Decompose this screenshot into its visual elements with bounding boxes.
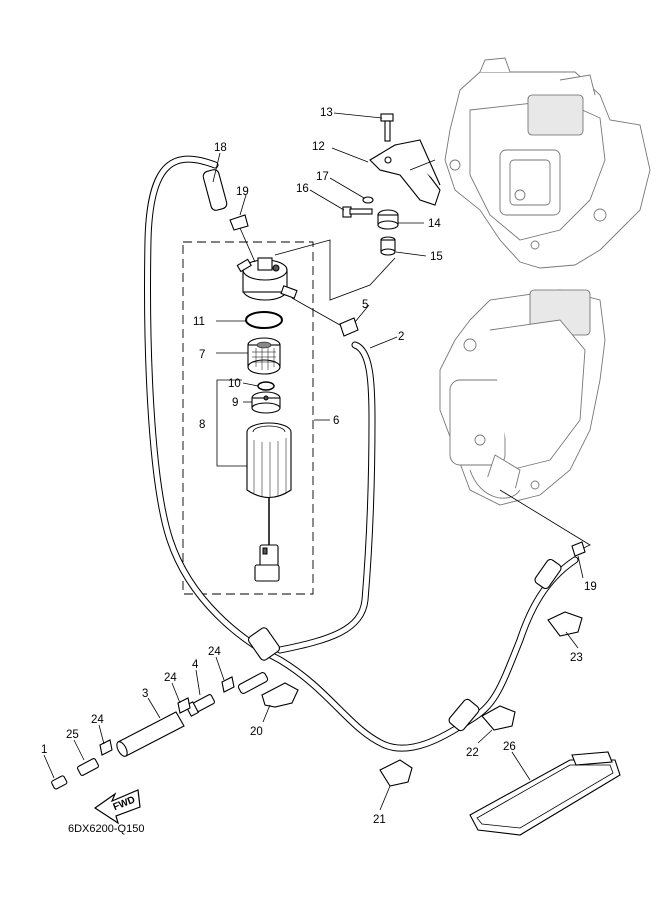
hose-short [237, 672, 269, 694]
callout-8: 8 [199, 419, 205, 431]
washer-17 [362, 196, 374, 204]
callout-22: 22 [466, 747, 479, 759]
hose-sleeve-18 [202, 169, 228, 211]
callout-13: 13 [320, 107, 333, 119]
leader-lines [43, 112, 584, 811]
filter-cup-8 [246, 422, 292, 582]
callout-4: 4 [192, 659, 199, 671]
callout-3: 3 [142, 688, 148, 700]
holder-23 [547, 611, 583, 637]
callout-9: 9 [232, 397, 238, 409]
filter-element-7 [247, 337, 281, 375]
holder-20 [261, 682, 299, 708]
callout-25: 25 [66, 729, 79, 741]
filter-assembly-boundary [182, 241, 314, 595]
callout-24-c: 24 [208, 646, 221, 658]
hose-sleeve-lower [247, 627, 281, 661]
o-ring-11 [245, 311, 283, 329]
callout-17: 17 [316, 171, 329, 183]
callout-24-b: 24 [164, 672, 177, 684]
grommet-14 [377, 209, 399, 230]
hose-sleeve-19 [534, 558, 562, 590]
joint-25 [76, 758, 100, 776]
leader-bracket-link [274, 239, 396, 301]
collar-15 [380, 236, 396, 256]
hose-sleeve-22 [448, 698, 480, 732]
fuel-filter-head [236, 257, 298, 301]
callout-6: 6 [333, 415, 339, 427]
callout-18: 18 [214, 142, 227, 154]
clip-19-lower [571, 541, 586, 557]
joint-4 [184, 694, 216, 717]
callout-14: 14 [428, 218, 441, 230]
hose-3 [116, 711, 185, 757]
callout-24-a: 24 [91, 714, 104, 726]
callout-19-lower: 19 [584, 581, 597, 593]
holder-22 [481, 705, 516, 731]
callout-11: 11 [193, 316, 205, 328]
callout-16: 16 [296, 183, 309, 195]
circlip-10 [257, 381, 275, 391]
callout-7: 7 [199, 349, 205, 361]
bracket-12 [369, 139, 441, 206]
callout-23: 23 [570, 652, 583, 664]
hose-clip-19-upper [229, 214, 249, 231]
callout-26: 26 [503, 741, 516, 753]
leader-bracket-engine [409, 159, 436, 171]
hose-clip-5 [339, 317, 359, 337]
float-9 [251, 391, 281, 414]
bolt-16 [342, 206, 373, 218]
clip-24-c [221, 676, 235, 693]
clip-24-b [177, 697, 191, 714]
bolt-13 [380, 113, 394, 142]
callout-1: 1 [41, 744, 47, 756]
callout-15: 15 [430, 251, 443, 263]
callout-10: 10 [228, 378, 241, 390]
callout-numbers: 13 12 17 16 14 15 18 19 5 2 11 7 10 9 8 … [41, 107, 597, 826]
diagram-code: 6DX6200-Q150 [68, 823, 144, 835]
callout-5: 5 [362, 299, 368, 311]
hose-2 [276, 341, 376, 654]
callout-21: 21 [373, 814, 386, 826]
callout-2: 2 [398, 331, 404, 343]
plug-1 [51, 775, 68, 790]
holder-21 [379, 759, 413, 787]
callout-19-upper: 19 [236, 186, 249, 198]
callout-12: 12 [312, 141, 325, 153]
strap-26 [469, 751, 621, 836]
fwd-arrow-icon: FWD [93, 789, 141, 825]
callout-20: 20 [250, 726, 263, 738]
engine-lower-ghost [439, 289, 606, 506]
leader-head-to-clip5 [291, 297, 341, 326]
clip-24-a [99, 739, 113, 756]
leader-clip-to-head [239, 227, 256, 263]
engine-upper-ghost [444, 57, 651, 269]
